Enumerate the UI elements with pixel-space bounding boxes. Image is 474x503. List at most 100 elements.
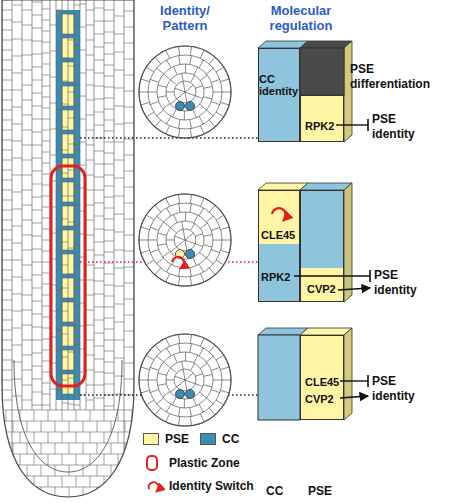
cell-wall <box>94 73 104 74</box>
cell-wall <box>22 265 32 266</box>
cell-wall <box>174 214 178 222</box>
cell-wall <box>12 362 22 363</box>
cell-wall <box>32 275 42 276</box>
cell-wall <box>32 171 42 172</box>
cell-wall <box>32 249 42 250</box>
cell-wall <box>2 190 12 191</box>
identity-label: PSE identity <box>372 112 432 142</box>
cell-wall <box>68 0 69 410</box>
cell-wall <box>170 387 176 392</box>
cell-wall <box>86 70 94 71</box>
cell-wall <box>42 207 50 208</box>
cell-wall <box>42 394 50 395</box>
cell-wall <box>166 414 170 422</box>
cell-wall <box>139 380 148 381</box>
cell-wall <box>141 250 150 253</box>
cell-wall <box>148 379 157 380</box>
sieve-cell <box>176 390 185 399</box>
cell-wall <box>12 107 22 108</box>
cell-wall <box>2 280 12 281</box>
cap-wall <box>55 465 56 476</box>
cell-wall <box>56 250 62 251</box>
cell-wall <box>68 222 74 223</box>
cell-wall <box>104 241 114 242</box>
cell-wall <box>104 65 114 66</box>
cell-wall <box>114 34 124 35</box>
cell-wall <box>209 120 215 127</box>
cell-wall <box>190 344 192 353</box>
cell-wall <box>124 251 134 252</box>
cell-wall <box>56 30 62 31</box>
cell-ring <box>139 334 231 426</box>
cap-wall <box>76 410 77 421</box>
cell-wall <box>68 14 74 15</box>
cell-ring <box>174 369 196 391</box>
cell-wall <box>12 345 22 346</box>
cell-wall <box>114 16 124 17</box>
cell-wall <box>22 325 32 326</box>
cell-wall <box>68 300 74 301</box>
cell-wall <box>104 340 114 341</box>
cell-wall <box>216 355 224 360</box>
cap-wall <box>34 432 35 443</box>
cell-wall <box>216 260 224 265</box>
differentiated-pse-cell <box>300 48 344 95</box>
cell-wall <box>104 274 114 275</box>
legend-text: CC <box>222 432 239 446</box>
cell-ring <box>139 46 231 138</box>
cell-wall <box>124 11 134 12</box>
cell-wall <box>22 160 32 161</box>
section-outline <box>139 334 231 426</box>
cap-wall <box>97 421 98 432</box>
cell-wall <box>150 102 158 105</box>
cell-wall <box>50 129 56 130</box>
cell-wall <box>124 123 134 124</box>
cell-wall <box>12 73 22 74</box>
cell-wall <box>114 142 124 143</box>
cell-box: CLE45RPK2 <box>258 190 300 302</box>
cell-wall <box>86 130 94 131</box>
cap-wall <box>20 476 21 487</box>
cell-wall <box>124 187 134 188</box>
cell-wall <box>74 185 80 186</box>
cell-wall <box>32 54 42 55</box>
gene-label: CVP2 <box>305 393 343 405</box>
cap-wall <box>111 443 112 454</box>
cell-wall <box>166 126 170 134</box>
cap-wall <box>83 465 84 476</box>
cell-wall <box>22 115 32 116</box>
cell-wall <box>155 345 161 352</box>
cell-wall <box>114 0 115 410</box>
cell-wall <box>32 236 42 237</box>
cap-wall <box>55 421 56 432</box>
cell-wall <box>200 50 204 58</box>
cap-wall <box>90 476 91 487</box>
cell-wall <box>94 385 104 386</box>
cell-wall <box>221 79 230 82</box>
cap-wall <box>0 432 136 433</box>
cell-wall <box>204 375 213 377</box>
cell-wall <box>114 358 124 359</box>
cell-wall <box>185 240 195 244</box>
cell-wall <box>12 260 22 261</box>
cell-wall <box>104 175 114 176</box>
cell-wall <box>179 268 181 277</box>
cell-wall <box>182 73 183 81</box>
cell-wall <box>104 296 114 297</box>
cell-wall <box>42 141 50 142</box>
cell-wall <box>2 200 12 201</box>
cell-wall <box>124 107 134 108</box>
legend-swatch <box>200 433 216 445</box>
cell-top-face <box>300 41 352 48</box>
cell-wall <box>62 0 63 410</box>
cell-wall <box>62 380 68 381</box>
cell-wall <box>42 350 50 351</box>
cell-top-face <box>258 41 308 48</box>
cell-wall <box>104 76 114 77</box>
cell-wall <box>42 317 50 318</box>
cell-wall <box>42 284 50 285</box>
cell-wall <box>124 155 134 156</box>
cell-wall <box>62 127 68 128</box>
cell-wall <box>190 194 191 203</box>
cell-wall <box>42 196 50 197</box>
